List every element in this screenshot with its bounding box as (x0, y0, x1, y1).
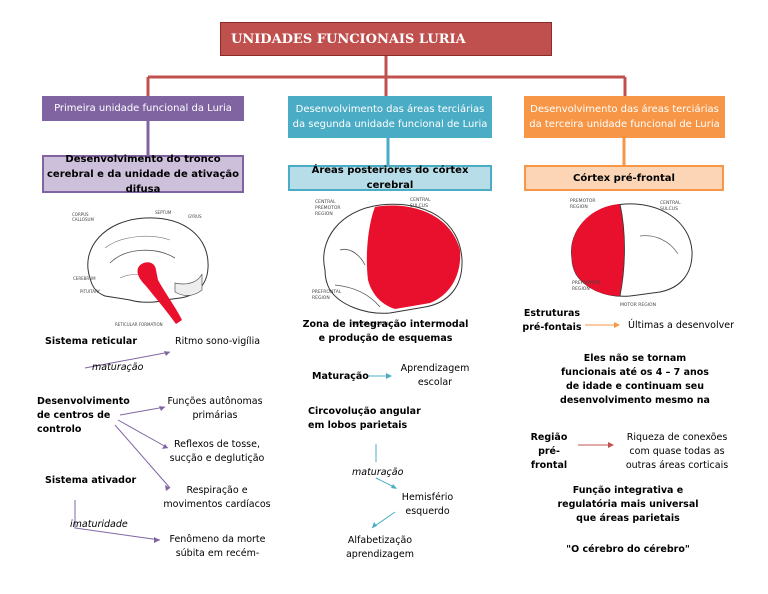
reflexos: Reflexos de tosse, sucção e deglutição (169, 439, 265, 464)
svg-text:PREMOTOR: PREMOTOR (570, 198, 596, 204)
svg-text:MOTOR REGION: MOTOR REGION (620, 302, 656, 308)
fenomeno-morte-subita: Fenômeno da morte súbita em recém- (169, 534, 266, 559)
circunvolucao-angular: Circovolução angular em lobos parietais (308, 406, 421, 431)
eles-nao-se-tornam: Eles não se tornam funcionais até os 4 –… (560, 353, 710, 406)
ultimas-desenvolver: Últimas a desenvolver (628, 320, 734, 331)
svg-text:SULCUS: SULCUS (660, 206, 678, 212)
svg-text:PREFRONTAL: PREFRONTAL (572, 280, 602, 286)
subheader-posterior-cortex: Áreas posteriores do córtex cerebral (288, 165, 492, 191)
riqueza-conexoes: Riqueza de conexões com quase todas as o… (625, 432, 729, 471)
desenvolvimento-centros: Desenvolvimento de centros de controlo (37, 396, 130, 435)
page-title: UNIDADES FUNCIONAIS LURIA (220, 22, 552, 56)
subheader-prefrontal-cortex: Córtex pré-frontal (524, 165, 724, 191)
svg-text:PREFRONTAL: PREFRONTAL (312, 289, 342, 295)
svg-text:CEREBRUM: CEREBRUM (73, 276, 96, 281)
svg-text:SEPTUM: SEPTUM (155, 210, 172, 215)
imaturidade-label: imaturidade (70, 519, 128, 530)
svg-text:MOTOR REGION: MOTOR REGION (352, 321, 388, 327)
aprendizagem-escolar: Aprendizagem escolar (400, 363, 470, 388)
header-third-unit: Desenvolvimento das áreas terciárias da … (524, 96, 725, 138)
maturacao-label: maturação (92, 362, 144, 373)
maturacao-bold: Maturação (312, 371, 369, 382)
ritmo-sono-vigilia: Ritmo sono-vigília (175, 336, 261, 347)
svg-text:RETICULAR FORMATION: RETICULAR FORMATION (115, 322, 163, 327)
estruturas-pre-frontais: Estruturas pré-fontais (522, 308, 582, 333)
header-second-unit: Desenvolvimento das áreas terciárias da … (288, 96, 492, 138)
svg-text:PITUITARY: PITUITARY (80, 289, 101, 294)
svg-text:SULCUS: SULCUS (410, 203, 428, 209)
alfabetizacao: Alfabetização aprendizagem (345, 535, 415, 560)
svg-text:GYRUS: GYRUS (188, 214, 202, 219)
svg-text:CENTRAL: CENTRAL (315, 199, 336, 205)
svg-text:REGION: REGION (312, 295, 330, 301)
maturacao-label-2: maturação (352, 467, 404, 478)
cerebro-do-cerebro: "O cérebro do cérebro" (566, 544, 690, 555)
svg-text:PREMOTOR: PREMOTOR (315, 205, 341, 211)
respiracao: Respiração e movimentos cardíacos (163, 485, 271, 510)
hemisferio-esquerdo: Hemisfério esquerdo (401, 492, 454, 517)
header-first-unit: Primeira unidade funcional da Luria (42, 96, 244, 121)
zona-integracao: Zona de integração intermodal e produção… (302, 319, 469, 344)
svg-text:REGION: REGION (315, 211, 333, 217)
sistema-reticular: Sistema reticular (45, 336, 138, 347)
svg-text:CENTRAL: CENTRAL (660, 200, 681, 206)
svg-text:REGION: REGION (572, 286, 590, 292)
funcoes-autonomas: Funções autônomas primárias (167, 396, 263, 421)
subheader-brainstem: Desenvolvimento do tronco cerebral e da … (42, 154, 244, 195)
svg-text:CALLOSUM: CALLOSUM (72, 217, 94, 222)
sistema-ativador: Sistema ativador (45, 475, 137, 486)
regiao-pre-frontal: Região pré-frontal (530, 432, 568, 471)
svg-text:CORPUS: CORPUS (72, 212, 89, 217)
svg-text:REGION: REGION (570, 204, 588, 210)
svg-text:CENTRAL: CENTRAL (410, 197, 431, 203)
funcao-integrativa: Função integrativa e regulatória mais un… (557, 485, 699, 524)
